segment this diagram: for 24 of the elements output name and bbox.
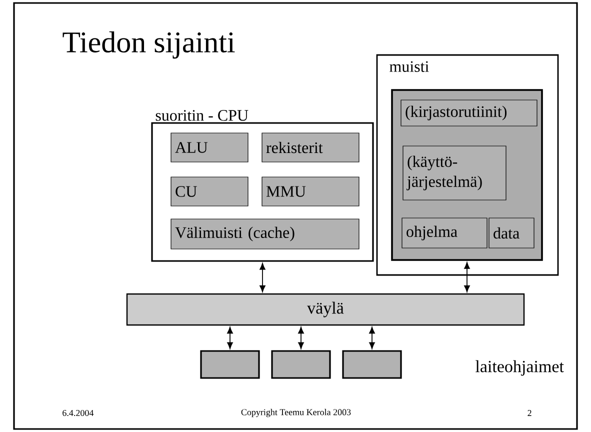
component-box: (käyttö- järjestelmä) — [402, 146, 506, 200]
bus-bar: väylä — [126, 293, 525, 326]
slide-title: Tiedon sijainti — [62, 31, 235, 59]
device-box — [271, 350, 331, 379]
node-label: suoritin - CPU — [156, 110, 248, 121]
component-box: ohjelma — [402, 218, 488, 248]
component-box: MMU — [262, 176, 360, 206]
group-label: laiteohjaimet — [476, 360, 564, 376]
arrow — [369, 326, 375, 349]
component-box: CU — [170, 176, 248, 206]
arrow — [464, 262, 470, 292]
arrow — [298, 326, 304, 349]
page-number: 2 — [528, 410, 532, 416]
component-box: ALU — [170, 132, 248, 162]
device-box — [342, 350, 402, 379]
device-box — [200, 350, 260, 379]
component-box: data — [488, 218, 534, 248]
component-box: Välimuisti (cache) — [170, 218, 360, 250]
arrow — [260, 263, 266, 292]
footer-copyright: Copyright Teemu Kerola 2003 — [241, 408, 351, 418]
footer-date: 6.4.2004 — [62, 410, 94, 416]
arrow — [227, 326, 233, 349]
component-box: (kirjastorutiinit) — [400, 100, 538, 126]
component-box: rekisterit — [262, 132, 360, 162]
